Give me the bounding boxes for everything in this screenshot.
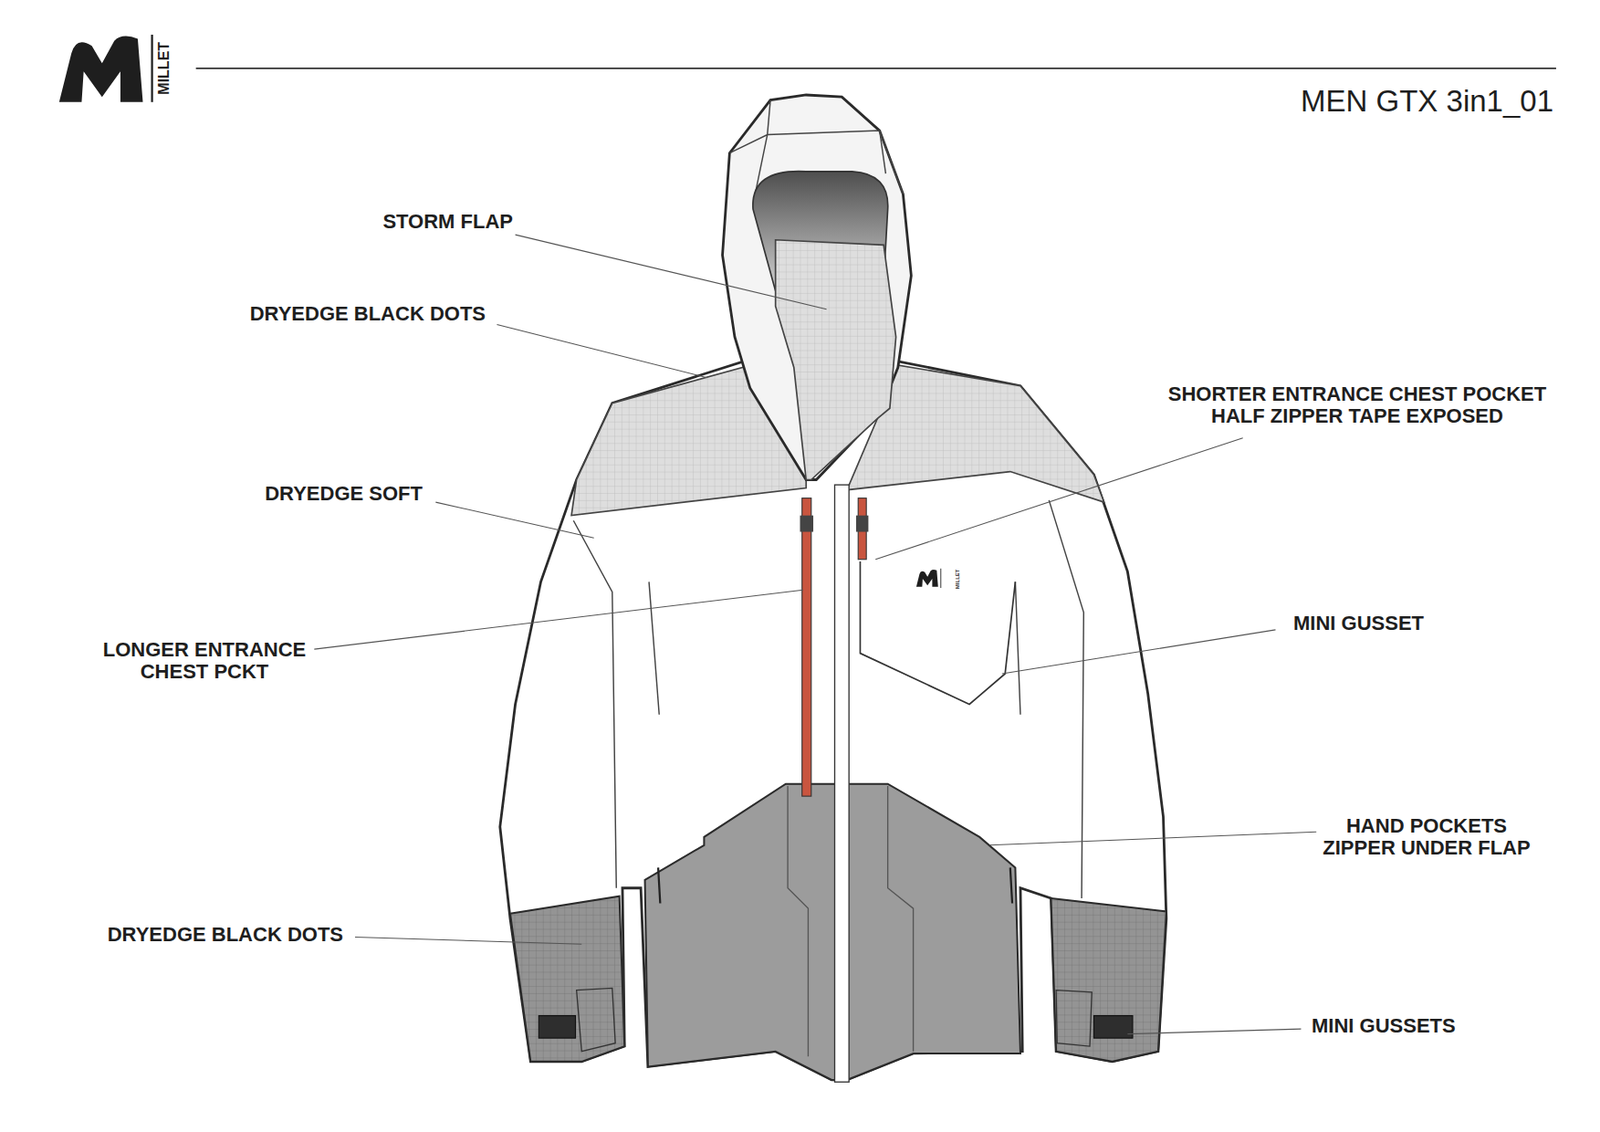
- callout-label: DRYEDGE BLACK DOTS: [107, 923, 344, 946]
- leader-lines: [313, 234, 1317, 1034]
- callout-label: DRYEDGE BLACK DOTS: [250, 303, 486, 325]
- panel-seam: [787, 785, 914, 1057]
- logo-bar: [940, 568, 942, 588]
- callout-label: HAND POCKETS ZIPPER UNDER FLAP: [1316, 815, 1538, 859]
- lower-panel: [645, 784, 1021, 1080]
- callout-label: MINI GUSSET: [1293, 612, 1424, 635]
- brand-name: MILLET: [954, 568, 962, 589]
- jacket-body: [500, 359, 1167, 1080]
- sheet-title: MEN GTX 3in1_01: [1300, 84, 1554, 118]
- chest-zip: [802, 498, 812, 796]
- header-rule: [196, 67, 1557, 70]
- logo-bar: [150, 34, 153, 103]
- callout-label: LONGER ENTRANCE CHEST PCKT: [83, 638, 325, 683]
- sleeve-seam: [573, 500, 1084, 899]
- left-cuff: [510, 896, 625, 1062]
- callout-label: SHORTER ENTRANCE CHEST POCKET HALF ZIPPE…: [1151, 383, 1564, 428]
- chest-pocket: [859, 561, 1015, 705]
- cuff-tab: [1056, 990, 1092, 1046]
- cuff-gusset: [538, 1015, 576, 1039]
- brand-logo: [59, 36, 144, 103]
- cuff-tab: [576, 987, 616, 1051]
- callout-label: DRYEDGE SOFT: [264, 482, 423, 505]
- brand-name: MILLET: [156, 41, 173, 95]
- zip-pull: [800, 515, 815, 533]
- chest-logo: [916, 569, 939, 587]
- hood: [722, 94, 912, 481]
- zip-pull: [856, 515, 868, 533]
- storm-flap: [775, 240, 897, 481]
- right-cuff: [1051, 898, 1167, 1062]
- hand-pocket: [658, 867, 1013, 903]
- center-zip: [835, 484, 850, 1082]
- callout-label: MINI GUSSETS: [1311, 1014, 1456, 1037]
- callout-label: STORM FLAP: [382, 210, 513, 233]
- cuff-gusset: [1093, 1015, 1132, 1039]
